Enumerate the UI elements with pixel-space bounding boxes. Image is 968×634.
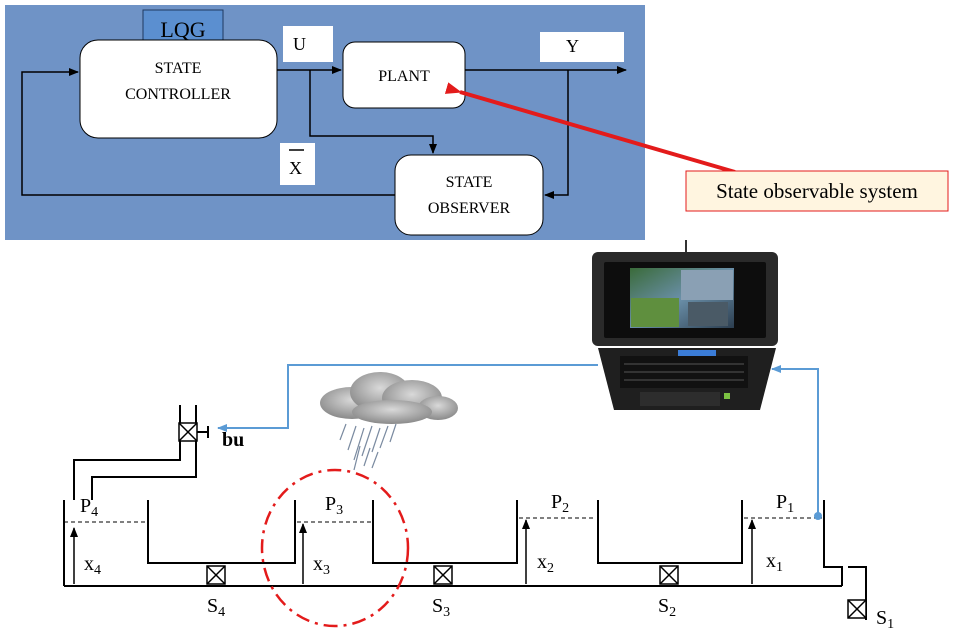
pool-label-p3: P3 xyxy=(325,493,343,518)
gate-s2-icon xyxy=(659,565,679,585)
svg-text:X: X xyxy=(289,158,302,178)
callout-arrow xyxy=(444,82,736,174)
level-label-x3: x3 xyxy=(313,553,330,578)
gate-label-s4: S4 xyxy=(207,595,225,620)
pool-label-p4: P4 xyxy=(80,495,98,520)
callout-label: State observable system xyxy=(716,179,918,203)
svg-text:U: U xyxy=(293,34,306,54)
signal-y-label: Y xyxy=(540,32,624,62)
rugged-laptop-icon xyxy=(592,240,778,410)
pool-label-p2: P2 xyxy=(551,491,569,516)
signal-u-label: U xyxy=(283,26,333,62)
signal-x-label: X xyxy=(280,143,315,185)
state-observer-line2: OBSERVER xyxy=(428,200,511,217)
water-level-arrows xyxy=(70,519,756,584)
state-observer-block: STATE OBSERVER xyxy=(394,154,544,236)
pool-label-p1: P1 xyxy=(776,491,794,516)
gate-label-s3: S3 xyxy=(432,595,450,620)
svg-text:Y: Y xyxy=(566,36,579,56)
sensor-node xyxy=(814,512,822,520)
block-diagram-connections xyxy=(21,66,627,199)
input-gate-icon xyxy=(178,422,198,442)
state-controller-block: STATE CONTROLLER xyxy=(79,39,278,139)
signal-lines xyxy=(217,364,819,516)
disturbance-circle xyxy=(260,468,410,628)
gate-label-s1: S1 xyxy=(876,607,894,632)
gate-label-s2: S2 xyxy=(658,595,676,620)
state-controller-line1: STATE xyxy=(155,60,202,77)
state-observer-line1: STATE xyxy=(446,174,493,191)
plant-label: PLANT xyxy=(378,68,430,85)
gate-s3-icon xyxy=(433,565,453,585)
block-diagram: LQG STATE CONTROLLER PLANT STATE OBSERVE… xyxy=(5,5,736,240)
level-label-x4: x4 xyxy=(84,553,101,578)
level-label-x2: x2 xyxy=(537,551,554,576)
gate-s1-icon xyxy=(847,599,867,619)
lqg-badge-label: LQG xyxy=(160,17,205,42)
state-controller-line2: CONTROLLER xyxy=(125,86,231,103)
level-label-x1: x1 xyxy=(766,550,783,575)
gate-s4-icon xyxy=(206,565,226,585)
control-input-label: bu xyxy=(222,429,244,451)
rain-cloud-icon xyxy=(320,372,458,471)
plant-block: PLANT xyxy=(342,41,466,109)
state-observable-callout: State observable system xyxy=(685,170,949,212)
